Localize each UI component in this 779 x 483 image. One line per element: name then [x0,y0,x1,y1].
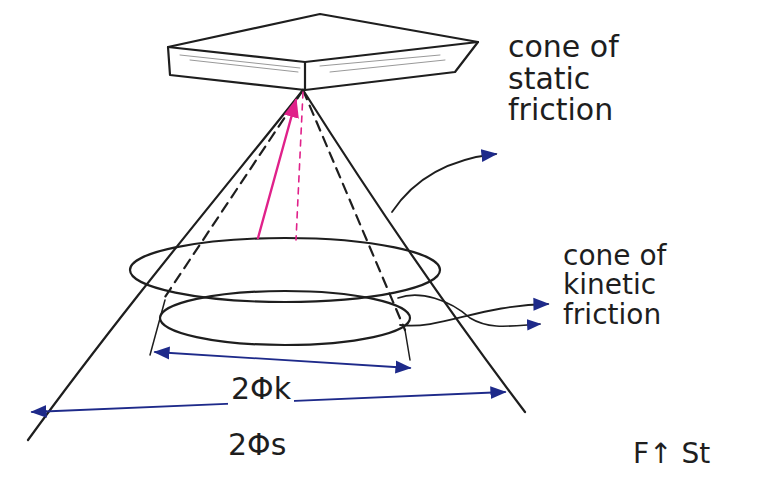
kinetic-friction-cone [150,90,410,360]
block [168,14,478,90]
callout-label: cone of kinetic friction [560,240,716,330]
static-friction-cone [28,90,525,440]
axis-line [296,92,303,240]
dimension-label: 2Φk [228,372,294,406]
leader-line [400,304,548,326]
dimension-label: 2Φs [225,428,289,462]
leader-line [398,295,540,326]
callout-label: cone of static friction [505,30,661,127]
leader-line [392,154,496,212]
dimension-line [155,352,410,368]
note-label: F↑ St [630,438,713,469]
reaction-vector [258,100,296,238]
